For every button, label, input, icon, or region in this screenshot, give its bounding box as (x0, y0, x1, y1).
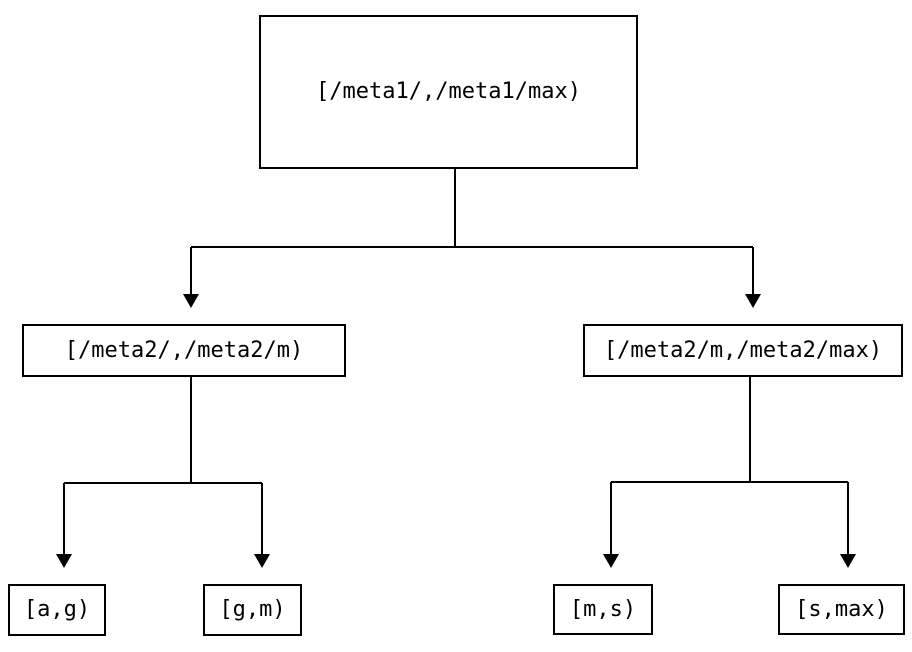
node-root: [/meta1/,/meta1/max) (259, 15, 638, 169)
arrowhead-icon (745, 294, 761, 308)
node-leaf-3-label: [m,s) (569, 596, 637, 622)
node-leaf-3: [m,s) (553, 584, 653, 635)
node-leaf-2-label: [g,m) (219, 597, 286, 622)
node-left-child-label: [/meta2/,/meta2/m) (64, 337, 304, 363)
arrowhead-icon (840, 554, 856, 568)
arrowhead-icon (56, 554, 72, 568)
node-leaf-4-label: [s,max) (795, 596, 888, 622)
node-right-child-label: [/meta2/m,/meta2/max) (603, 337, 883, 363)
node-root-label: [/meta1/,/meta1/max) (316, 79, 581, 104)
node-leaf-4: [s,max) (778, 584, 905, 635)
arrowhead-icon (183, 294, 199, 308)
arrowhead-icon (603, 554, 619, 568)
arrowhead-icon (254, 554, 270, 568)
node-leaf-1: [a,g) (8, 584, 106, 636)
node-right-child: [/meta2/m,/meta2/max) (583, 324, 903, 377)
node-leaf-2: [g,m) (203, 584, 302, 636)
node-leaf-1-label: [a,g) (23, 597, 91, 622)
node-left-child: [/meta2/,/meta2/m) (22, 324, 346, 377)
